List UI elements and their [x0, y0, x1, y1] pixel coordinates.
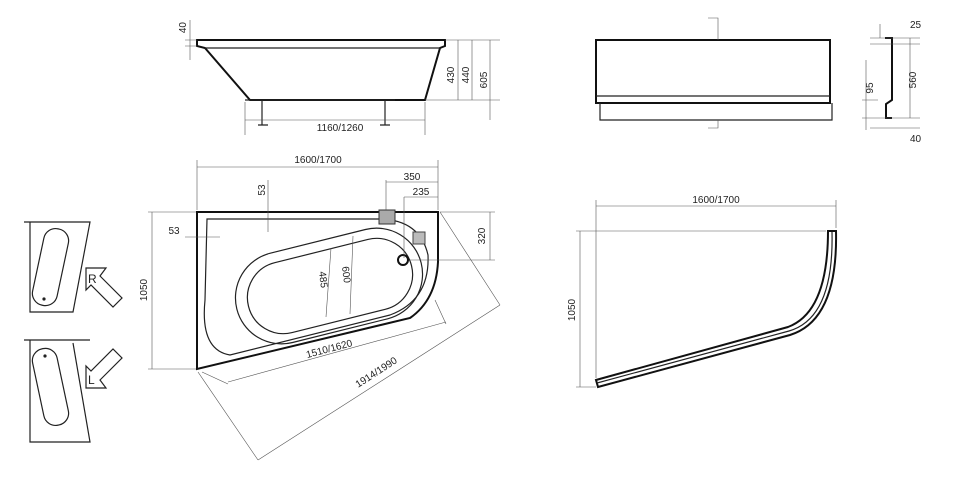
arrow-left-icon — [85, 348, 123, 389]
plan-view: 1600/1700 350 235 320 1050 53 53 485 600… — [139, 155, 501, 461]
arrow-right-icon — [85, 267, 123, 308]
tub-side-outline — [196, 39, 446, 101]
dim-depth-inner: 430 — [446, 66, 457, 83]
dim-panel-height: 560 — [908, 71, 919, 88]
tub-rim-inner — [203, 218, 429, 356]
dim-wall-left: 53 — [168, 226, 180, 237]
label-left: L — [88, 373, 95, 387]
panel-plan-view: 1600/1700 1050 — [567, 195, 838, 389]
panel-profile — [885, 37, 893, 119]
side-view: 40 430 440 605 1160/1260 — [178, 20, 500, 135]
dim-panel-length: 1600/1700 — [692, 195, 740, 206]
dim-foot-height: 95 — [865, 82, 876, 94]
panel-face — [595, 39, 831, 104]
panel-plan-outline — [594, 230, 838, 389]
dim-rim-height: 40 — [178, 22, 189, 34]
dim-inner-width: 485 — [316, 271, 329, 289]
panel-front-view: 25 560 95 40 — [595, 17, 922, 145]
tub-basin-outer — [234, 227, 424, 345]
overflow-icon — [378, 209, 396, 225]
thumb-left-tub — [24, 339, 91, 443]
orientation-legend: R L — [24, 221, 123, 443]
dim-diagonal: 1914/1990 — [354, 355, 400, 390]
dim-bottom-offset: 40 — [910, 134, 922, 145]
dim-length: 1600/1700 — [294, 155, 342, 166]
dim-leg-span: 1160/1260 — [317, 123, 364, 134]
tub-legs — [245, 99, 395, 126]
dim-wall-top: 53 — [257, 184, 268, 196]
dim-depth-outer: 440 — [461, 66, 472, 83]
faucet-icon — [412, 231, 426, 245]
tub-plan-outline — [196, 211, 439, 371]
label-right: R — [88, 272, 97, 286]
dim-drain-x: 350 — [404, 172, 421, 183]
dim-top-flange: 25 — [910, 20, 922, 31]
dim-total-height: 605 — [479, 71, 490, 88]
drain-icon — [397, 254, 409, 266]
dim-drain-x2: 235 — [413, 187, 430, 198]
thumb-right-tub — [24, 221, 91, 313]
tub-basin-inner — [246, 237, 414, 335]
dim-outer-width: 600 — [339, 266, 352, 284]
dim-panel-depth: 1050 — [567, 298, 578, 321]
dim-width: 1050 — [139, 278, 150, 301]
dim-drain-y: 320 — [477, 227, 488, 244]
